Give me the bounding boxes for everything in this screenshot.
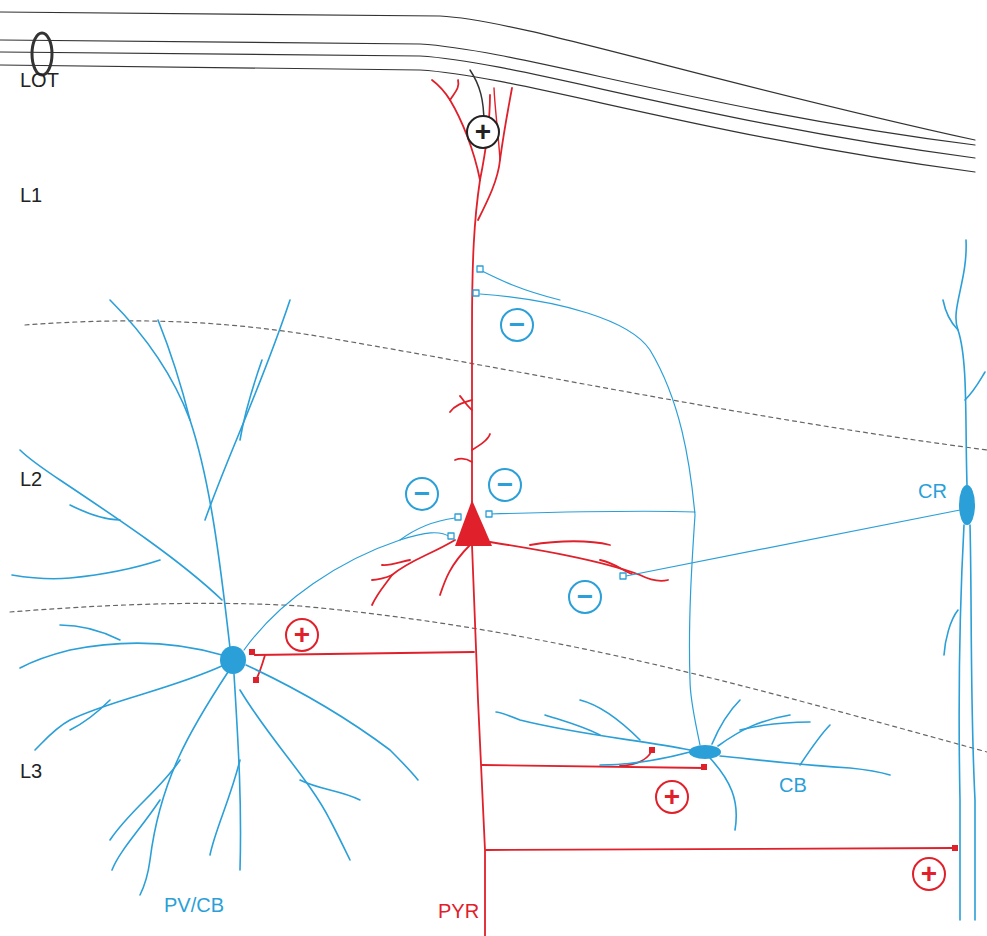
sign-circle: +	[912, 857, 946, 891]
sign-text: +	[664, 783, 680, 811]
sign-text: +	[475, 118, 491, 146]
sign-circle: −	[488, 468, 522, 502]
layer-or-cell-label: CR	[918, 480, 947, 502]
layer-or-cell-label: CB	[779, 774, 807, 796]
cr-soma	[959, 485, 975, 525]
sign-circle: +	[466, 115, 500, 149]
sign-text: −	[577, 583, 593, 611]
layer-or-cell-label: LOT	[20, 69, 59, 91]
sign-circle: +	[285, 618, 319, 652]
inhibitory-terminal	[448, 266, 626, 579]
layer-or-cell-label: L3	[20, 760, 42, 782]
cr-interneuron	[626, 240, 985, 920]
layer-or-cell-label: PV/CB	[164, 894, 224, 916]
layer-or-cell-label: PYR	[438, 900, 479, 922]
pyramidal-soma	[455, 500, 492, 546]
pv-cb-interneuron	[12, 300, 455, 895]
sign-circle: −	[568, 580, 602, 614]
cb-soma	[689, 745, 721, 759]
sign-text: +	[294, 621, 310, 649]
pv-cb-soma	[220, 646, 246, 674]
layer-border	[10, 321, 987, 752]
sign-circle: −	[405, 477, 439, 511]
sign-circle: −	[500, 308, 534, 342]
layer-or-cell-label: L1	[20, 184, 42, 206]
sign-text: −	[414, 480, 430, 508]
sign-text: −	[509, 311, 525, 339]
pyramidal-neuron	[253, 80, 955, 936]
sign-text: +	[921, 860, 937, 888]
layer-or-cell-label: L2	[20, 468, 42, 490]
cb-interneuron	[480, 270, 890, 830]
excitatory-terminal	[249, 649, 958, 851]
sign-text: −	[497, 471, 513, 499]
lot-tract	[0, 12, 975, 172]
sign-circle: +	[655, 780, 689, 814]
